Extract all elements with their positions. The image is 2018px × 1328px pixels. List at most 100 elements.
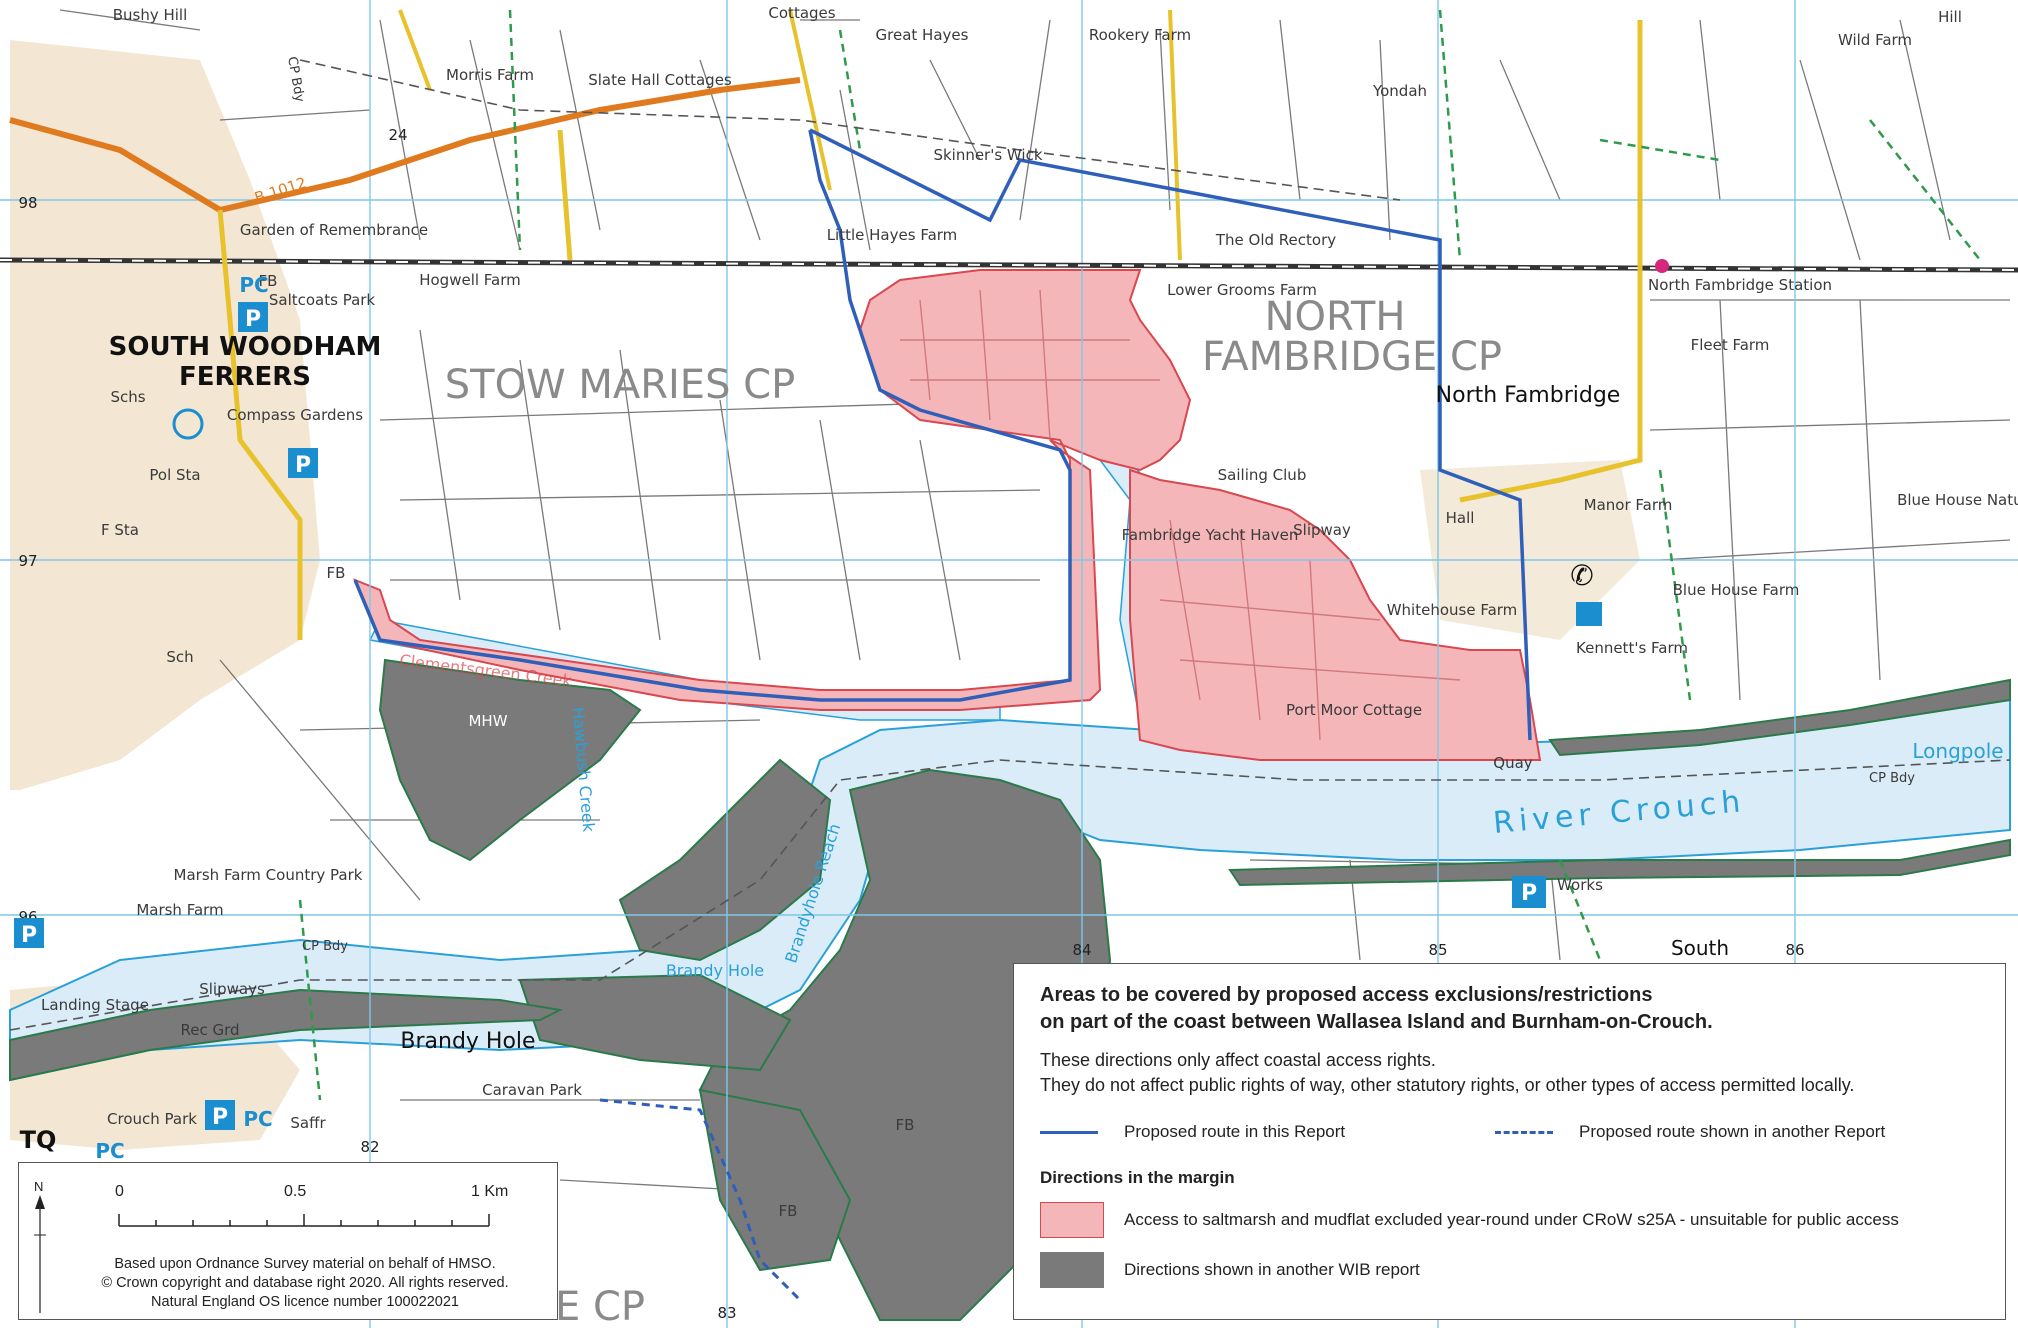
rights-of-way [298,9,1981,1101]
grid-number: 82 [360,1138,379,1156]
legend-item-grey: Directions shown in another WIB report [1040,1252,1979,1288]
legend-route-this-label: Proposed route in this Report [1124,1122,1346,1141]
place-label: Whitehouse Farm [1387,601,1518,619]
legend-route-other-label: Proposed route shown in another Report [1579,1122,1886,1141]
solid-route-line-icon [1040,1130,1098,1134]
visitor-centre-icon [172,408,204,440]
parish-label: FAMBRIDGE CP [1202,334,1502,380]
place-label: Sailing Club [1218,466,1307,484]
urban-area [10,40,320,790]
proposed-route [353,128,1532,741]
grid-number: 86 [1785,941,1804,959]
place-label: Caravan Park [482,1081,582,1099]
roads [9,9,1643,640]
north-arrow-icon [34,1195,46,1313]
place-label: Morris Farm [446,66,534,84]
place-label: South [1671,936,1729,960]
pc-icon: PC [243,1107,272,1131]
proposed-route-other [599,1098,802,1302]
place-label: Marsh Farm [136,901,223,919]
grid-number: 97 [18,552,37,570]
legend-route-other: Proposed route shown in another Report [1495,1122,1950,1142]
svg-text:P: P [21,923,37,948]
grid-number: TQ [20,1126,57,1154]
place-label: Great Hayes [876,26,969,44]
pink-internal-lines [900,289,1461,741]
legend-item-grey-label: Directions shown in another WIB report [1124,1260,1420,1279]
place-label: Marsh Farm Country Park [174,866,363,884]
scale-tick-1: 1 Km [471,1183,509,1200]
place-label: Port Moor Cottage [1286,701,1422,719]
town-label: SOUTH WOODHAM [109,332,382,362]
place-label: FB [779,1202,798,1220]
telephone-icon: ✆ [1570,559,1593,592]
svg-text:P: P [1521,881,1537,906]
parking-icon [205,1100,235,1130]
pc-icon: PC [239,273,268,297]
parish-label: STOW MARIES CP [445,362,795,408]
parking-icon [1512,876,1546,908]
place-labels: Bushy Hill Morris Farm Slate Hall Cottag… [41,4,2018,1220]
grey-mudflat-areas [9,658,2011,1321]
place-label: Wild Farm [1838,31,1912,49]
place-label: Kennett's Farm [1576,639,1688,657]
grid-number: 85 [1428,941,1447,959]
place-label: Compass Gardens [227,406,363,424]
credit-line-3: Natural England OS licence number 100022… [151,1294,459,1310]
town-label: FERRERS [179,362,311,392]
parking-icon [14,918,44,948]
dashed-route-line-icon [1495,1130,1553,1134]
map-legend: Areas to be covered by proposed access e… [1013,963,2006,1320]
place-label: Fleet Farm [1691,336,1770,354]
credit-line-1: Based upon Ordnance Survey material on b… [114,1256,496,1272]
north-arrow-label: N [34,1179,44,1194]
parking-icon [288,448,318,478]
parking-icon [238,302,268,332]
cp-bdy-label: CP Bdy [1869,771,1915,786]
place-label: Fambridge Yacht Haven [1122,526,1299,544]
place-label: Blue House Nature R [1897,491,2018,509]
place-label: Saltcoats Park [269,291,376,309]
grid-number: 98 [18,194,37,212]
place-label: FB [896,1116,915,1134]
parish-label: E CP [555,1284,645,1328]
cp-bdy-label: CP Bdy [302,939,348,954]
place-label: North Fambridge Station [1648,276,1832,294]
place-label: Slipways [199,980,265,998]
scale-tick-0: 0 [115,1183,124,1200]
place-label: Bushy Hill [113,6,188,24]
place-label: Yondah [1372,82,1427,100]
svg-text:P: P [212,1105,228,1130]
pink-swatch [1040,1202,1104,1238]
place-label: Brandy Hole [400,1029,535,1054]
svg-text:P: P [295,453,311,478]
place-label: F Sta [101,521,139,539]
place-label: Blue House Farm [1673,581,1800,599]
place-label: MHW [468,712,507,730]
scale-box: N 0 0.5 1 Km Based upon Ordnance Survey … [18,1162,558,1320]
place-label: Slate Hall Cottages [588,71,732,89]
credit-line-2: © Crown copyright and database right 202… [101,1275,509,1291]
place-label: Cottages [768,4,835,22]
place-label: Garden of Remembrance [240,221,428,239]
grid-number: 83 [717,1304,736,1322]
grid-number: 24 [388,126,407,144]
place-label: North Fambridge [1436,383,1621,408]
place-label: Sch [166,648,193,666]
legend-margin-heading: Directions in the margin [1040,1168,1235,1187]
water-label: Brandy Hole [666,961,764,980]
place-label: Manor Farm [1584,496,1673,514]
scale-tick-05: 0.5 [284,1183,307,1200]
info-symbols: P P P P P PC PC PC ✆ [14,259,1669,1163]
area-labels: SOUTH WOODHAM FERRERS STOW MARIES CP NOR… [109,294,1502,1328]
place-label: Skinner's Wick [933,146,1042,164]
place-label: Little Hayes Farm [827,226,958,244]
copyright-credit: Based upon Ordnance Survey material on b… [59,1255,551,1312]
water-label: Longpole [1912,739,2003,763]
cp-boundaries [9,59,2011,1031]
legend-note-line-2: They do not affect public rights of way,… [1040,1075,1855,1095]
place-label: Crouch Park [107,1110,197,1128]
place-label: Hill [1938,8,1962,26]
place-label: Slipway [1293,521,1351,539]
legend-route-this: Proposed route in this Report [1040,1122,1495,1142]
